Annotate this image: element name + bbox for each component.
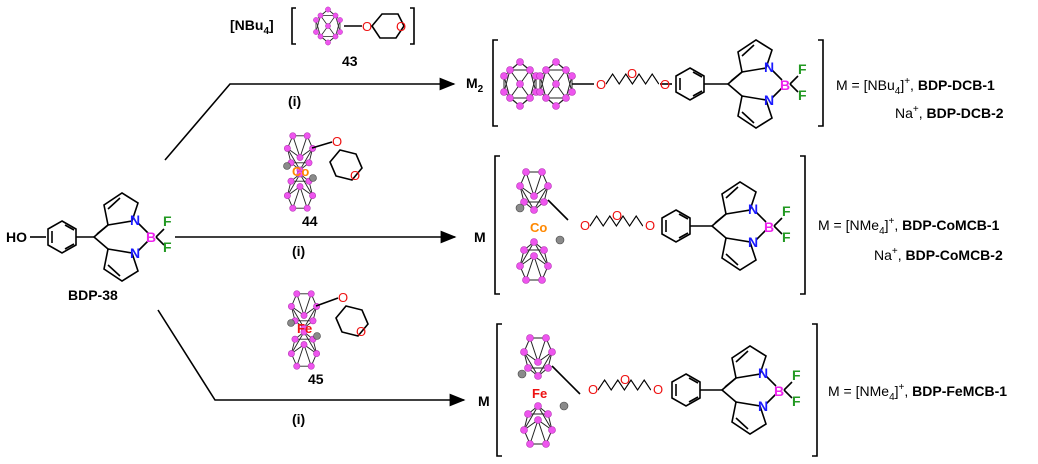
dcb-prefix: M2 xyxy=(466,75,484,95)
condition-top: (i) xyxy=(288,93,301,109)
reagent43-counterion: [NBu4] xyxy=(230,17,274,37)
reagent-44: Co O O 44 xyxy=(283,132,363,229)
femcb-fe: Fe xyxy=(532,386,547,401)
reagent45-number: 45 xyxy=(308,371,324,387)
product-femcb: M Fe O O O N N B F F xyxy=(478,323,818,457)
bdp38-structure: HO N N B F F xyxy=(6,192,172,282)
comcb-label-line1: M = [NMe4]+, BDP-CoMCB-1 xyxy=(818,216,1000,237)
femcb-prefix: M xyxy=(478,393,490,409)
dcb-f-top: F xyxy=(798,61,807,77)
comcb-n-bottom: N xyxy=(748,234,758,250)
dcb-n-top: N xyxy=(764,59,774,75)
arrow-bottom xyxy=(157,309,466,407)
bdp38-f-bottom: F xyxy=(163,239,172,255)
femcb-n-top: N xyxy=(758,365,768,381)
femcb-o2: O xyxy=(620,372,630,387)
dcb-o3: O xyxy=(660,77,670,92)
comcb-b: B xyxy=(764,219,774,235)
femcb-f-top: F xyxy=(792,367,801,383)
dcb-label-line1: M = [NBu4]+, BDP-DCB-1 xyxy=(836,76,995,97)
bdp38-n-bottom: N xyxy=(130,245,140,261)
reagent-45: Fe O O 45 xyxy=(287,290,369,387)
reagent45-o1: O xyxy=(338,290,348,305)
femcb-label-line1: M = [NMe4]+, BDP-FeMCB-1 xyxy=(828,382,1007,403)
condition-middle: (i) xyxy=(292,243,305,259)
comcb-o1: O xyxy=(580,218,590,233)
reagent45-fe: Fe xyxy=(297,321,312,336)
bdp38-label: BDP-38 xyxy=(68,287,118,303)
dcb-b: B xyxy=(780,77,790,93)
dcb-n-bottom: N xyxy=(764,92,774,108)
femcb-b: B xyxy=(774,383,784,399)
reagent44-co: Co xyxy=(292,164,309,179)
comcb-n-top: N xyxy=(748,201,758,217)
dcb-f-bottom: F xyxy=(798,87,807,103)
comcb-prefix: M xyxy=(474,229,486,245)
product-dcb: M2 O O O N N B F F xyxy=(466,39,824,129)
bdp38-n-top: N xyxy=(130,212,140,228)
reagent44-o2: O xyxy=(350,168,360,183)
reagent43-o2: O xyxy=(396,19,406,34)
comcb-label-line2: Na+, BDP-CoMCB-2 xyxy=(874,246,1003,263)
comcb-o2: O xyxy=(612,208,622,223)
bdp38-b: B xyxy=(146,229,156,245)
dcb-o1: O xyxy=(596,77,606,92)
bdp38-f-top: F xyxy=(163,213,172,229)
comcb-f-top: F xyxy=(782,203,791,219)
dcb-o2: O xyxy=(627,66,637,81)
condition-bottom: (i) xyxy=(292,411,305,427)
femcb-o1: O xyxy=(588,382,598,397)
femcb-o3: O xyxy=(653,382,663,397)
comcb-f-bottom: F xyxy=(782,229,791,245)
product-comcb: M Co O O O N N B F F xyxy=(474,155,806,295)
femcb-n-bottom: N xyxy=(758,398,768,414)
reagent44-number: 44 xyxy=(302,213,318,229)
femcb-f-bottom: F xyxy=(792,393,801,409)
comcb-o3: O xyxy=(645,218,655,233)
reagent43-o1: O xyxy=(362,19,372,34)
dcb-label-line2: Na+, BDP-DCB-2 xyxy=(895,104,1004,121)
reagent45-o2: O xyxy=(356,324,366,339)
ho-label: HO xyxy=(6,229,27,245)
reagent-43: [NBu4] O O 43 xyxy=(230,6,415,69)
comcb-co: Co xyxy=(530,220,547,235)
arrow-top xyxy=(164,77,456,161)
reagent43-number: 43 xyxy=(342,53,358,69)
reagent44-o1: O xyxy=(332,134,342,149)
